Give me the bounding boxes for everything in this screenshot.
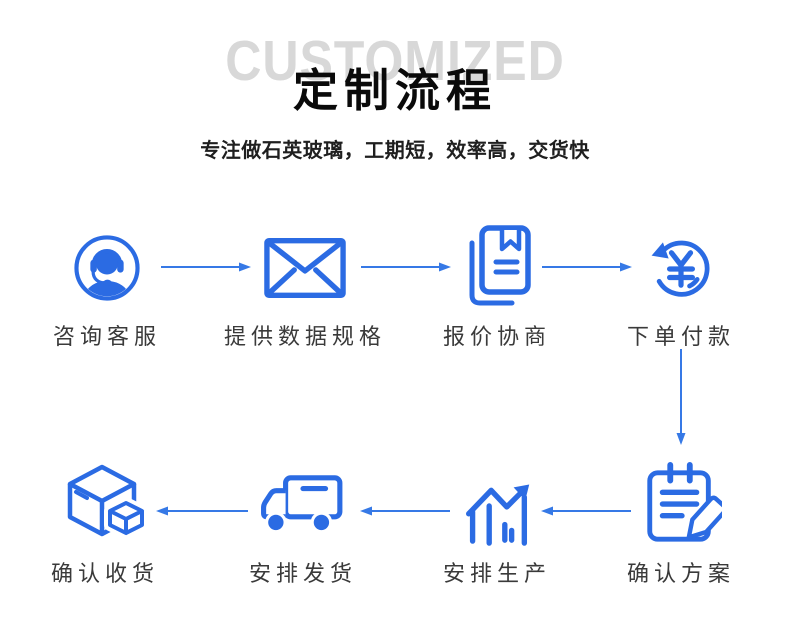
flow-arrow-right-1 — [161, 261, 251, 273]
page-subtitle: 专注做石英玻璃，工期短，效率高，交货快 — [200, 140, 590, 162]
flow-arrow-left-1 — [541, 505, 631, 517]
step-confirm-receipt: 确认收货 — [20, 461, 190, 588]
flow-arrow-left-3 — [156, 505, 248, 517]
production-chart-icon — [456, 461, 538, 549]
flow-arrow-right-3 — [542, 261, 632, 273]
step-label: 咨询客服 — [52, 324, 161, 349]
envelope-icon — [264, 224, 346, 312]
delivery-truck-icon — [260, 461, 346, 549]
step-label: 报价协商 — [442, 324, 551, 349]
customer-service-icon — [70, 224, 144, 312]
clipboard-pen-icon — [640, 461, 722, 549]
step-order-payment: 下单付款 — [596, 224, 766, 351]
step-arrange-production: 安排生产 — [412, 461, 582, 588]
step-consult-service: 咨询客服 — [22, 224, 192, 351]
step-label: 确认收货 — [50, 561, 159, 586]
flow-arrow-down — [674, 349, 688, 445]
quotation-document-icon — [460, 224, 534, 312]
step-label: 安排生产 — [442, 561, 551, 586]
step-label: 下单付款 — [626, 324, 735, 349]
flow-arrow-right-2 — [361, 261, 451, 273]
step-confirm-plan: 确认方案 — [596, 461, 766, 588]
step-label: 确认方案 — [626, 561, 735, 586]
payment-cycle-yen-icon — [643, 224, 719, 312]
step-label: 提供数据规格 — [223, 324, 386, 349]
watermark-text: CUSTOMIZED — [225, 29, 565, 93]
package-box-icon — [65, 461, 145, 549]
page-title: 定制流程 — [292, 65, 497, 116]
step-label: 安排发货 — [248, 561, 357, 586]
flow-arrow-left-2 — [360, 505, 450, 517]
step-quotation: 报价协商 — [412, 224, 582, 351]
step-arrange-shipping: 安排发货 — [218, 461, 388, 588]
step-provide-specs: 提供数据规格 — [220, 224, 390, 351]
